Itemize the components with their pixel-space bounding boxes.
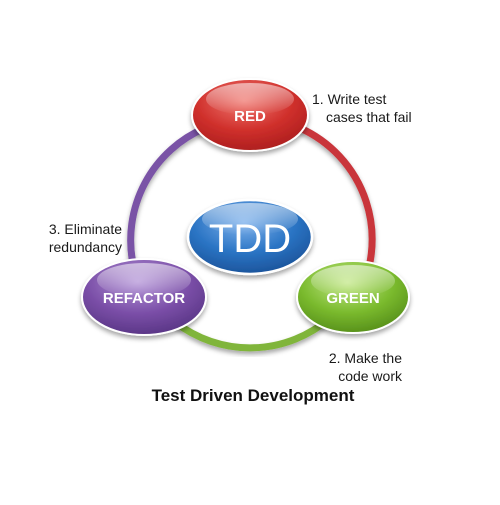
arc-refactor-to-red: [127, 124, 209, 268]
step-2-line-1: 2. Make the: [329, 350, 402, 366]
node-refactor: [81, 258, 207, 336]
step-2-caption: 2. Make the code work: [329, 350, 403, 384]
node-green-label: GREEN: [326, 290, 379, 307]
center-label: TDD: [209, 217, 291, 261]
step-1-caption: 1. Write test cases that fail: [312, 91, 412, 125]
node-red-label: RED: [234, 108, 266, 125]
diagram-title: Test Driven Development: [152, 386, 355, 405]
step-1-line-2: cases that fail: [326, 109, 412, 125]
step-3-caption: 3. Eliminate redundancy: [49, 221, 122, 255]
node-red: [191, 78, 309, 152]
node-green: [296, 260, 410, 334]
center-node-tdd: [186, 198, 314, 276]
step-3-line-2: redundancy: [49, 239, 122, 255]
step-1-line-1: 1. Write test: [312, 91, 387, 107]
step-3-line-1: 3. Eliminate: [49, 221, 122, 237]
node-refactor-label: REFACTOR: [103, 290, 185, 307]
arc-green-to-refactor: [171, 314, 334, 352]
step-2-line-2: code work: [338, 368, 403, 384]
